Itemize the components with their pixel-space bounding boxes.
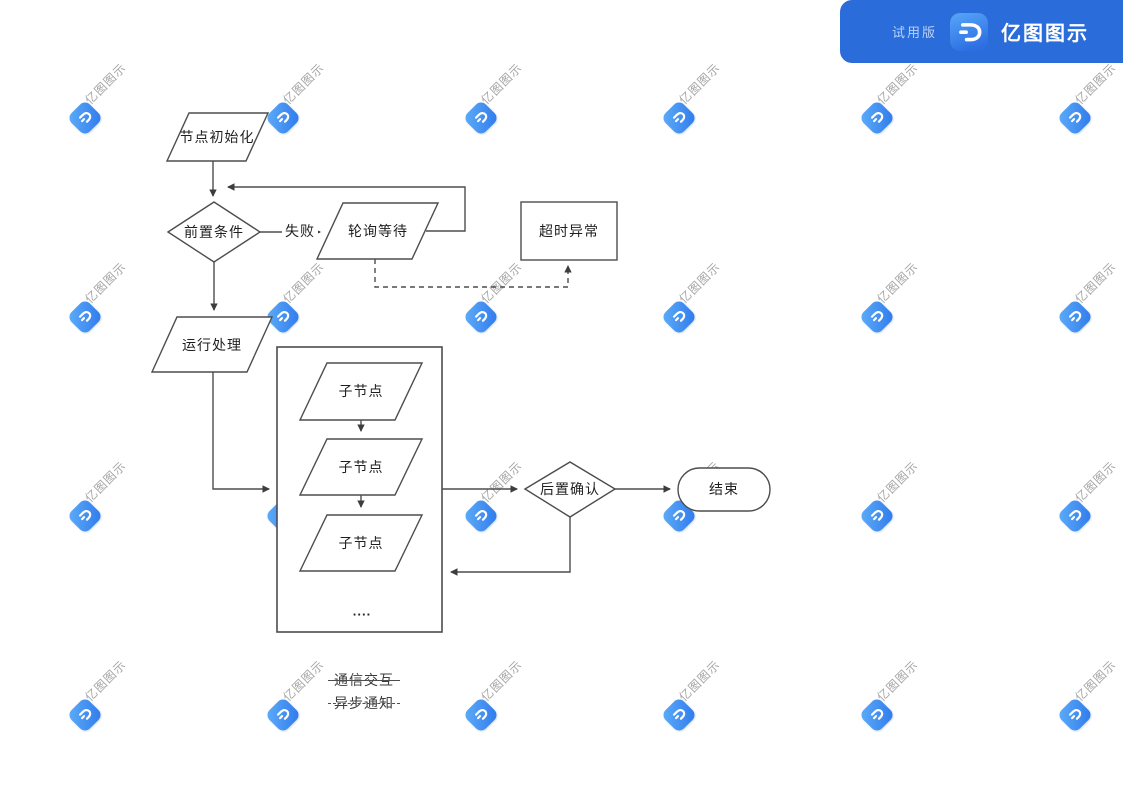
- edraw-logo-icon: [1056, 99, 1094, 137]
- node-child3-parallelogram[interactable]: [298, 514, 424, 572]
- node-run-parallelogram[interactable]: [150, 316, 274, 373]
- connector-run-to-container: [212, 372, 270, 493]
- edraw-logo-icon: [66, 497, 104, 535]
- trial-banner[interactable]: 试用版 亿图图示: [840, 0, 1123, 63]
- connector-polling-loopback: [227, 183, 466, 232]
- edraw-logo-icon: [462, 497, 500, 535]
- edraw-logo-icon: [950, 12, 988, 51]
- brand-name: 亿图图示: [1001, 23, 1089, 45]
- edraw-logo-icon: [264, 99, 302, 137]
- node-confirm-diamond[interactable]: [523, 461, 617, 518]
- edraw-logo-icon: [66, 298, 104, 336]
- edraw-logo-icon: [66, 99, 104, 137]
- edraw-logo-icon: [858, 497, 896, 535]
- edraw-logo-icon: [858, 298, 896, 336]
- edraw-logo-icon: [1056, 497, 1094, 535]
- node-end-stadium[interactable]: [677, 467, 771, 512]
- node-precondition-diamond[interactable]: [166, 201, 262, 263]
- edraw-logo-icon: [858, 99, 896, 137]
- edraw-logo-icon: [858, 696, 896, 734]
- edraw-logo-icon: [264, 298, 302, 336]
- edraw-logo-icon: [462, 99, 500, 137]
- edraw-logo-glyph: [959, 22, 982, 41]
- node-polling-parallelogram[interactable]: [315, 202, 440, 260]
- connector-polling-to-timeout-dashed: [374, 259, 572, 288]
- edraw-logo-icon: [462, 298, 500, 336]
- node-init-parallelogram[interactable]: [165, 112, 270, 162]
- node-timeout-rectangle[interactable]: [520, 201, 618, 261]
- edraw-logo-icon: [1056, 696, 1094, 734]
- node-child1-parallelogram[interactable]: [298, 362, 424, 421]
- edraw-logo-icon: [1056, 298, 1094, 336]
- trial-version-label: 试用版: [891, 25, 937, 40]
- edraw-logo-icon: [660, 298, 698, 336]
- node-child2-parallelogram[interactable]: [298, 438, 424, 496]
- edraw-logo-icon: [660, 497, 698, 535]
- edraw-logo-icon: [264, 696, 302, 734]
- edraw-logo-icon: [660, 99, 698, 137]
- connector-confirm-return-to-container: [450, 517, 571, 576]
- edraw-logo-icon: [660, 696, 698, 734]
- edraw-logo-icon: [66, 696, 104, 734]
- edraw-logo-icon: [462, 696, 500, 734]
